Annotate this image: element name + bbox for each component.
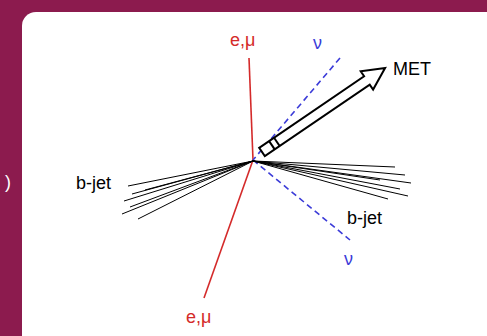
met-arrow bbox=[256, 59, 391, 161]
lepton-label: e,μ bbox=[230, 31, 255, 51]
neutrino-label: ν bbox=[344, 250, 353, 270]
jet-label: b-jet bbox=[347, 209, 382, 229]
b-jet-left bbox=[122, 161, 253, 219]
jet-label: b-jet bbox=[76, 174, 111, 194]
met-label: MET bbox=[393, 60, 431, 80]
neutrino-label: ν bbox=[313, 34, 322, 54]
lepton-label: e,μ bbox=[186, 308, 211, 328]
panel-letter: ) bbox=[5, 173, 11, 193]
panel bbox=[22, 12, 487, 336]
b-jet-right bbox=[253, 161, 411, 199]
